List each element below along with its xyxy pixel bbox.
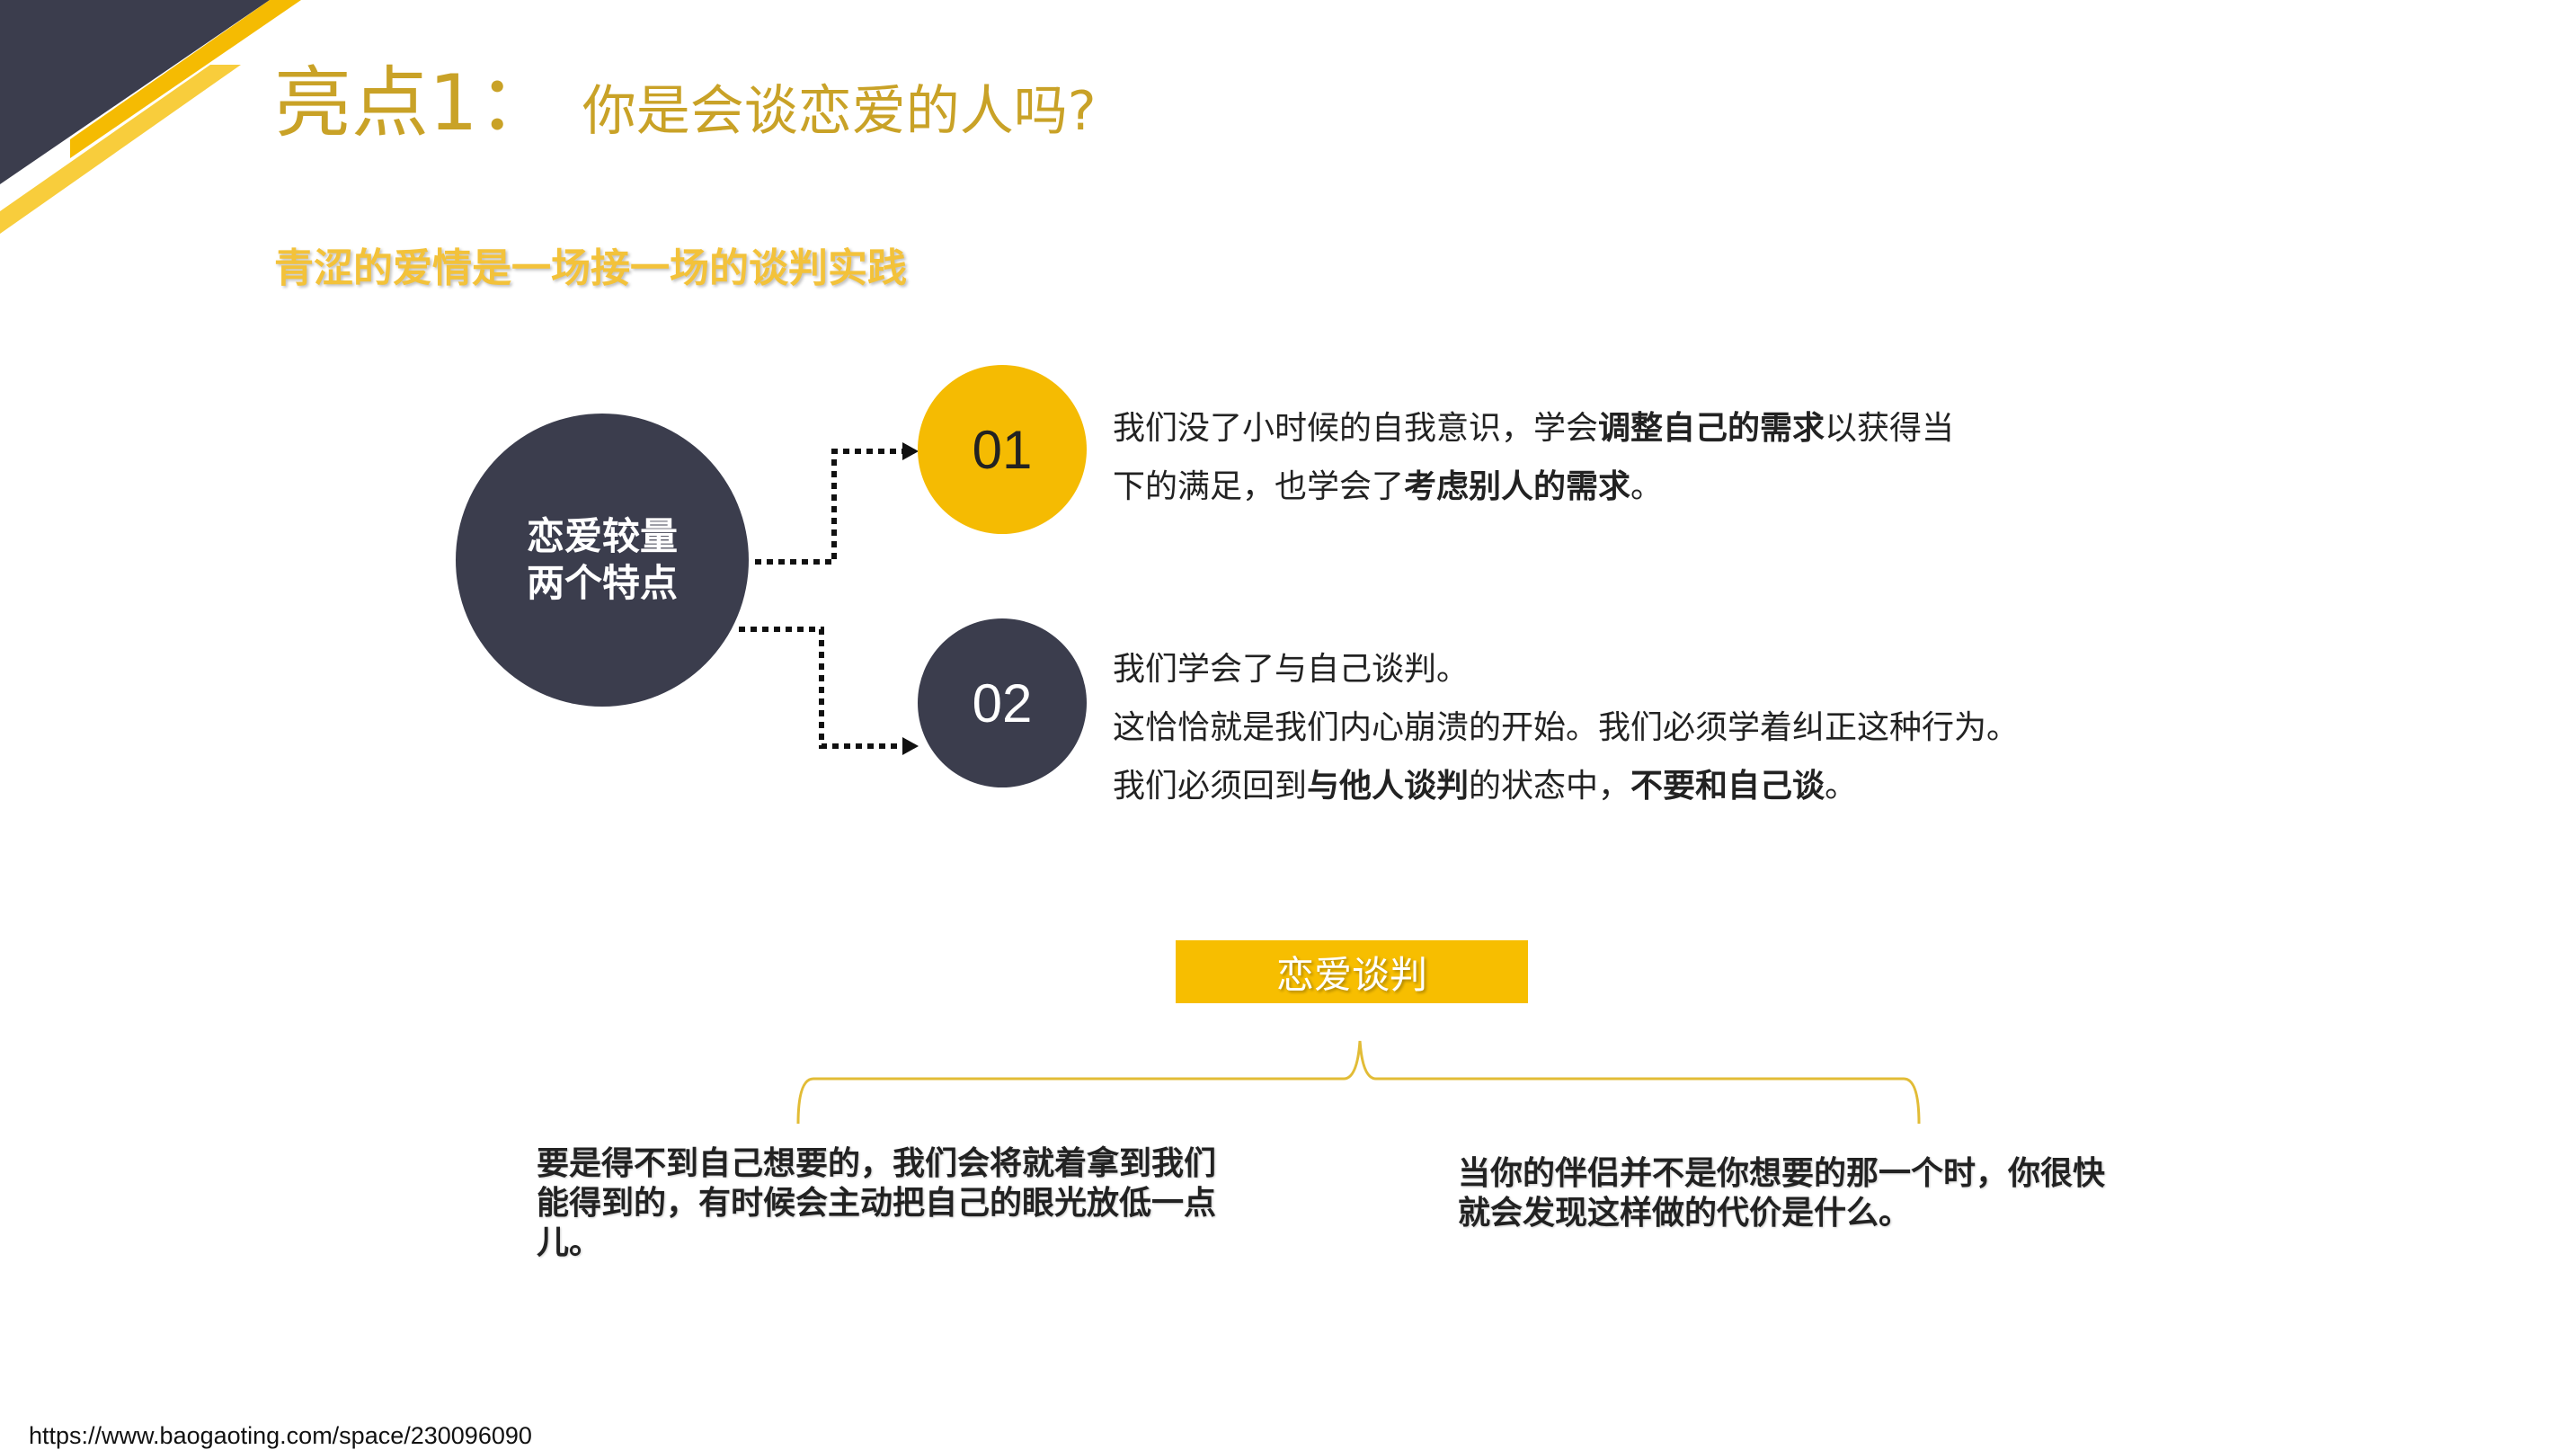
point-02-text: 我们学会了与自己谈判。 这恰恰就是我们内心崩溃的开始。我们必须学着纠正这种行为。…	[1113, 640, 2019, 815]
point-01-line: 我们没了小时候的自我意识，学会调整自己的需求以获得当	[1113, 399, 1954, 458]
text-run: 。	[1630, 468, 1664, 505]
point-01-circle: 01	[918, 365, 1087, 534]
text-run: 我们学会了与自己谈判。	[1113, 651, 1470, 688]
text-run: 我们必须回到	[1113, 768, 1308, 805]
corner-decoration	[0, 0, 301, 234]
title-question: 你是会谈恋爱的人吗?	[582, 80, 1097, 143]
negotiation-left-text: 要是得不到自己想要的，我们会将就着拿到我们能得到的，有时候会主动把自己的眼光放低…	[537, 1145, 1217, 1261]
title-main: 亮点1：	[274, 58, 555, 148]
negotiation-label: 恋爱谈判	[1176, 940, 1528, 1003]
text-run: 我们没了小时候的自我意识，学会	[1113, 410, 1599, 447]
text-run-bold: 不要和自己谈	[1630, 768, 1825, 805]
text-run-bold: 考虑别人的需求	[1404, 468, 1631, 505]
center-circle: 恋爱较量 两个特点	[456, 414, 749, 707]
text-run: 以获得当	[1825, 410, 1955, 447]
center-label-line1: 恋爱较量	[526, 513, 678, 558]
text-run: 下的满足，也学会了	[1113, 468, 1405, 505]
text-run-bold: 调整自己的需求	[1598, 410, 1825, 447]
center-label-line2: 两个特点	[526, 561, 678, 605]
point-01-text: 我们没了小时候的自我意识，学会调整自己的需求以获得当 下的满足，也学会了考虑别人…	[1113, 399, 1954, 516]
text-run: 。	[1825, 768, 1858, 805]
point-02-line: 我们学会了与自己谈判。	[1113, 640, 2019, 698]
point-01-number: 01	[972, 419, 1033, 480]
text-run: 的状态中，	[1469, 768, 1631, 805]
source-url: https://www.baogaoting.com/space/2300960…	[29, 1422, 532, 1449]
text-run: 这恰恰就是我们内心崩溃的开始。我们必须学着纠正这种行为。	[1113, 709, 2020, 746]
point-02-line: 这恰恰就是我们内心崩溃的开始。我们必须学着纠正这种行为。	[1113, 698, 2019, 757]
point-02-number: 02	[972, 672, 1033, 734]
point-01-line: 下的满足，也学会了考虑别人的需求。	[1113, 458, 1954, 516]
page-title: 亮点1：你是会谈恋爱的人吗?	[274, 65, 1097, 142]
negotiation-right-text: 当你的伴侣并不是你想要的那一个时，你很快就会发现这样做的代价是什么。	[1458, 1155, 2106, 1232]
page-subtitle: 青涩的爱情是一场接一场的谈判实践	[274, 245, 907, 291]
point-02-line: 我们必须回到与他人谈判的状态中，不要和自己谈。	[1113, 757, 2019, 815]
text-run-bold: 与他人谈判	[1307, 768, 1470, 805]
point-02-circle: 02	[918, 618, 1087, 787]
